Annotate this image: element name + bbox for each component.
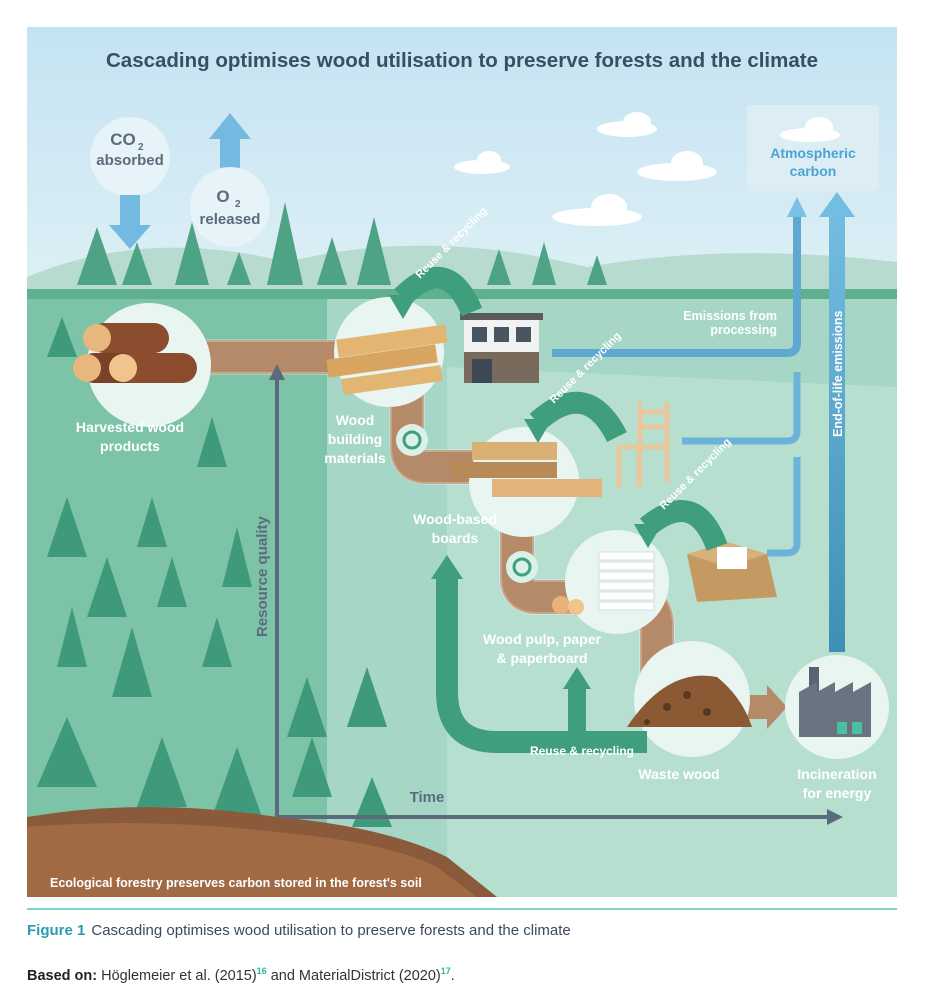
chair xyxy=(616,402,670,487)
clouds xyxy=(454,112,717,226)
end-of-life-emissions-arrow xyxy=(829,212,845,652)
source-ref-1: 16 xyxy=(256,966,267,976)
o2-released: O 2 released xyxy=(190,113,270,247)
figure-caption-text: Cascading optimises wood utilisation to … xyxy=(91,922,571,939)
svg-text:CO: CO xyxy=(110,130,136,149)
source-ref-2-text: and MaterialDistrict (2020) xyxy=(266,967,441,984)
cascading-diagram: Cascading optimises wood utilisation to … xyxy=(27,27,897,897)
soil-caption: Ecological forestry preserves carbon sto… xyxy=(50,876,422,890)
wood-based-boards xyxy=(452,427,602,537)
source-label: Based on: xyxy=(27,967,98,984)
svg-text:Atmospheric: Atmospheric xyxy=(770,145,856,161)
wood-pulp-paper-label: Wood pulp, paper xyxy=(483,631,602,647)
harvested-wood-label: Harvested wood xyxy=(76,419,184,435)
co2-absorbed: CO 2 absorbed xyxy=(90,117,170,249)
waste-wood xyxy=(627,641,752,757)
svg-text:2: 2 xyxy=(138,142,144,153)
reuse-loop-bottom: Reuse & recycling xyxy=(431,555,647,758)
source-note: Based on: Höglemeier et al. (2015)16 and… xyxy=(27,966,455,984)
house xyxy=(460,313,543,383)
figure-caption: Figure 1 Cascading optimises wood utilisa… xyxy=(27,922,571,939)
to-incineration-arrow xyxy=(747,685,787,729)
end-of-life-emissions-label: End-of-life emissions xyxy=(831,311,845,437)
recycle-icon xyxy=(506,551,538,583)
wood-pulp-paper xyxy=(552,530,669,634)
svg-text:Reuse & recycling: Reuse & recycling xyxy=(530,744,634,758)
incineration-label: Incineration xyxy=(797,766,876,782)
wood-building-materials xyxy=(326,297,448,407)
svg-text:O: O xyxy=(216,187,229,206)
svg-text:building: building xyxy=(328,431,382,447)
emission-flows: Emissions from processing End-of-life em… xyxy=(552,192,855,652)
svg-text:& paperboard: & paperboard xyxy=(496,650,587,666)
distant-trees xyxy=(77,202,607,285)
diagram-title: Cascading optimises wood utilisation to … xyxy=(106,49,818,72)
waste-wood-label: Waste wood xyxy=(638,766,719,782)
svg-text:for energy: for energy xyxy=(803,785,872,801)
forest-trees xyxy=(37,317,392,827)
figure-number: Figure 1 xyxy=(27,922,86,939)
svg-text:materials: materials xyxy=(324,450,386,466)
svg-text:products: products xyxy=(100,438,160,454)
svg-text:2: 2 xyxy=(235,199,241,210)
svg-text:absorbed: absorbed xyxy=(96,152,164,169)
svg-text:released: released xyxy=(200,211,261,228)
svg-text:processing: processing xyxy=(710,323,777,337)
svg-text:boards: boards xyxy=(432,530,479,546)
harvested-wood xyxy=(73,303,211,427)
source-ref-2: 17 xyxy=(440,966,451,976)
incineration-plant xyxy=(785,655,889,759)
caption-divider xyxy=(27,908,897,910)
atmospheric-carbon: Atmospheric carbon xyxy=(747,105,879,191)
wood-building-materials-label: Wood xyxy=(336,412,375,428)
recycle-icon xyxy=(396,424,428,456)
wood-based-boards-label: Wood-based xyxy=(413,511,497,527)
svg-text:carbon: carbon xyxy=(790,163,837,179)
source-ref-1-text: Höglemeier et al. (2015) xyxy=(97,967,257,984)
co2-down-arrow xyxy=(109,195,151,249)
time-label: Time xyxy=(410,789,445,806)
o2-up-arrow xyxy=(209,113,251,169)
emissions-from-processing-label: Emissions from xyxy=(683,309,777,323)
source-end: . xyxy=(450,967,455,984)
forest-soil xyxy=(27,807,497,897)
resource-quality-label: Resource quality xyxy=(254,515,271,637)
